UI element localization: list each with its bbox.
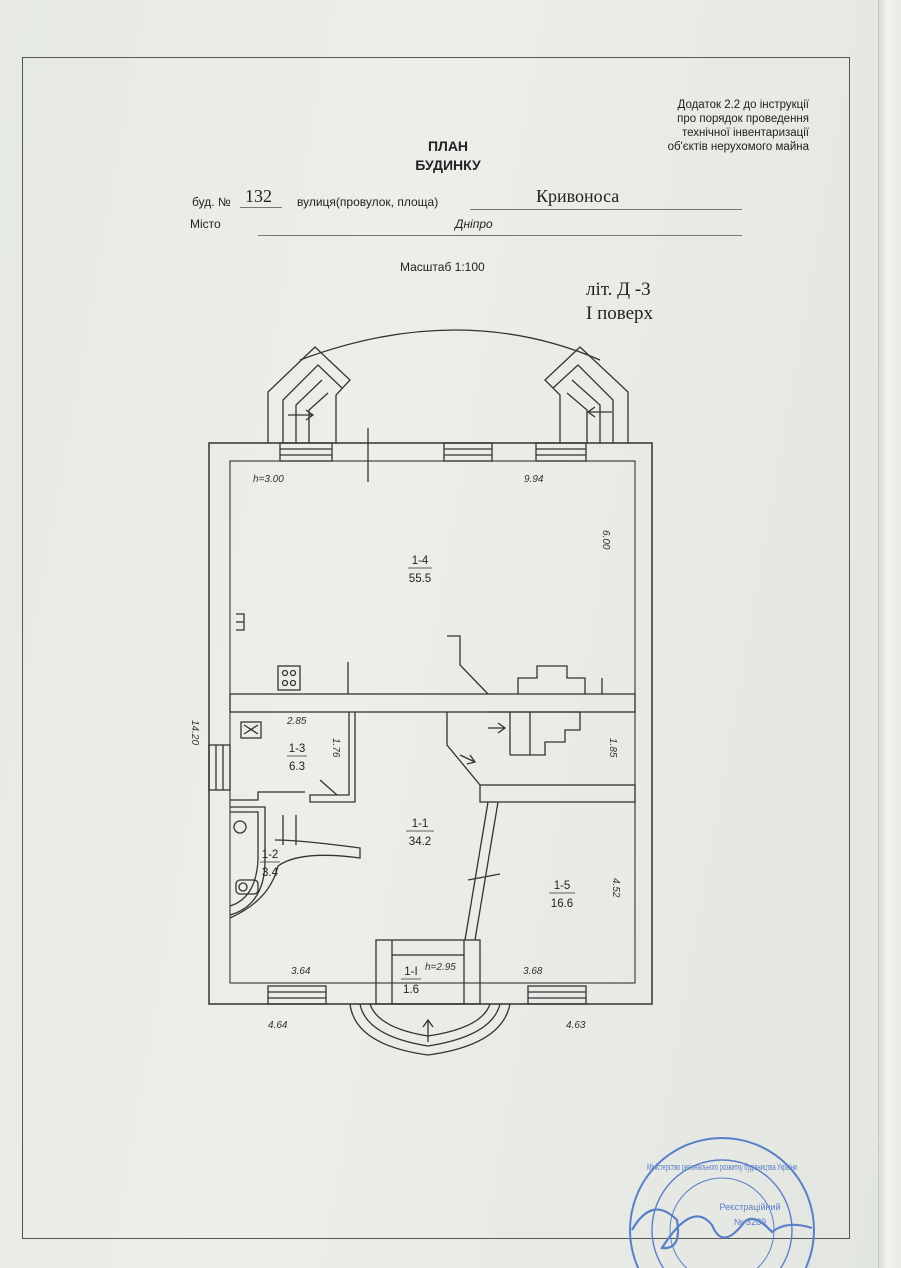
stamp-outer-ring bbox=[629, 1137, 815, 1268]
dimension-label: h=2.95 bbox=[425, 962, 456, 973]
appendix-line: технічної інвентаризації bbox=[681, 127, 809, 139]
window bbox=[443, 442, 493, 462]
window bbox=[208, 744, 231, 791]
liter-line: літ. Д -3 bbox=[586, 279, 651, 300]
sink-icon bbox=[233, 820, 247, 834]
partition-wall bbox=[479, 784, 636, 803]
building-label: буд. № bbox=[192, 195, 231, 209]
room-id: 1-3 bbox=[289, 743, 306, 755]
street-name: Кривоноса bbox=[536, 186, 620, 206]
entrance-arrow bbox=[422, 1018, 434, 1042]
dimension-label: h=3.00 bbox=[253, 474, 284, 485]
appendix-line: об'єктів нерухомого майна bbox=[667, 141, 809, 153]
dimension-label: 3.64 bbox=[291, 966, 311, 977]
left-bay bbox=[267, 346, 351, 443]
right-bay-arrow bbox=[586, 406, 612, 418]
room-id: 1-I bbox=[404, 966, 417, 978]
room-area: 3.4 bbox=[262, 867, 279, 879]
official-stamp: Міністерство регіонального розвитку буді… bbox=[629, 1137, 815, 1268]
window bbox=[527, 985, 587, 1005]
outer-wall bbox=[208, 442, 653, 1005]
boiler-icon bbox=[240, 721, 262, 739]
dimension-label: 2.85 bbox=[286, 716, 307, 727]
appendix-line: про порядок проведення bbox=[677, 113, 809, 125]
inner-wall bbox=[229, 460, 636, 984]
window bbox=[535, 442, 587, 462]
paper-edge bbox=[878, 0, 901, 1268]
stamp-reg-label: Реєстраційний bbox=[719, 1202, 780, 1212]
left-bay-arrow bbox=[288, 409, 315, 421]
liter-line: І поверх bbox=[586, 303, 654, 324]
appendix-line: Додаток 2.2 до інструкції bbox=[677, 99, 809, 111]
partition-wall bbox=[229, 806, 266, 916]
window bbox=[279, 442, 333, 462]
porch-steps bbox=[349, 1003, 511, 1056]
room-area: 34.2 bbox=[409, 836, 431, 848]
building-number: 132 bbox=[245, 186, 272, 206]
window bbox=[267, 985, 327, 1005]
partition-wall bbox=[309, 712, 356, 803]
signature bbox=[631, 1208, 813, 1250]
room-id: 1-5 bbox=[554, 880, 571, 892]
dimension-label: 14.20 bbox=[189, 720, 200, 745]
partition-wall bbox=[464, 801, 499, 941]
stair bbox=[447, 635, 489, 695]
room-area: 16.6 bbox=[551, 898, 573, 910]
room-id: 1-2 bbox=[262, 849, 279, 861]
toilet-icon bbox=[235, 879, 259, 895]
appendix-note: Додаток 2.2 до інструкції про порядок пр… bbox=[668, 98, 809, 154]
scale-label: Масштаб 1:100 bbox=[400, 260, 485, 274]
liter-label: літ. Д -3 І поверх bbox=[586, 278, 653, 326]
dimension-label: 6.00 bbox=[600, 530, 611, 550]
stove-icon bbox=[277, 665, 301, 691]
title-line: ПЛАН bbox=[427, 138, 469, 154]
stamp-text: Міністерство регіонального розвитку буді… bbox=[647, 1162, 797, 1172]
dimension-label: 4.52 bbox=[610, 878, 621, 898]
room-area: 1.6 bbox=[403, 984, 419, 996]
dimension-label: 1.85 bbox=[607, 738, 618, 758]
page-frame bbox=[22, 57, 850, 1239]
dimension-label: 1.76 bbox=[330, 738, 341, 758]
plan-title: ПЛАН БУДИНКУ bbox=[408, 137, 488, 175]
dimension-label: 4.64 bbox=[268, 1020, 288, 1031]
dimension-label: 4.63 bbox=[566, 1020, 586, 1031]
bay-window-arc bbox=[299, 329, 601, 361]
partition-wall bbox=[229, 693, 636, 713]
street-label: вулиця(провулок, площа) bbox=[297, 195, 439, 209]
room-id: 1-1 bbox=[412, 818, 429, 830]
stamp-reg-number: № 3289 bbox=[734, 1217, 766, 1227]
city-name: Дніпро bbox=[455, 217, 493, 231]
dimension-label: 9.94 bbox=[524, 474, 544, 485]
room-area: 6.3 bbox=[289, 761, 305, 773]
city-label: Місто bbox=[190, 217, 221, 231]
right-bay bbox=[544, 346, 629, 443]
room-area: 55.5 bbox=[409, 573, 431, 585]
dimension-label: 3.68 bbox=[523, 966, 543, 977]
title-line: БУДИНКУ bbox=[415, 157, 481, 173]
room-id: 1-4 bbox=[412, 555, 429, 567]
